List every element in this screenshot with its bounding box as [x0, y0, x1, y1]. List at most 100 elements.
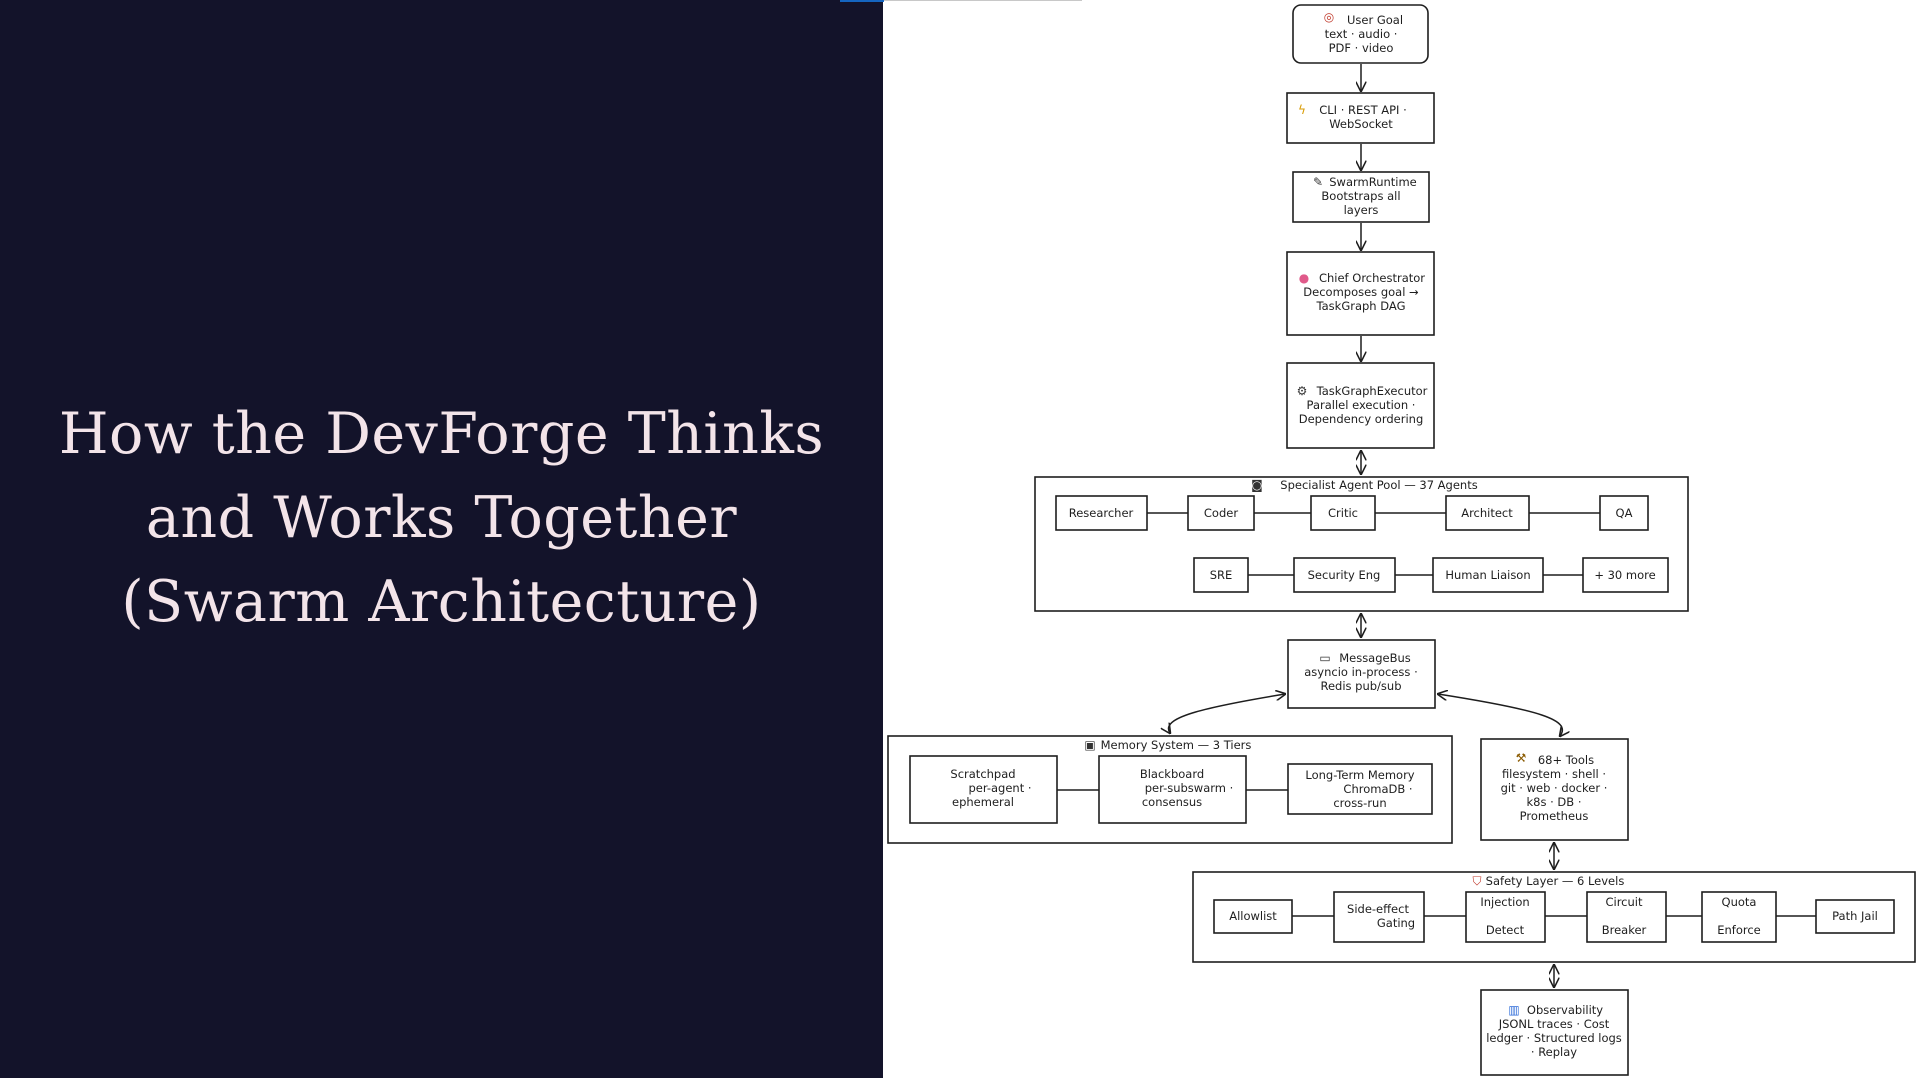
memory-title: Memory System — 3 Tiers: [1101, 738, 1252, 752]
safety-allowlist-label: Allowlist: [1229, 909, 1277, 923]
observability-box: [1480, 989, 1629, 1076]
shield-icon: ⛉: [1472, 874, 1481, 888]
floppy-icon: ▣: [1084, 738, 1095, 752]
orchestrator-line-3: TaskGraph DAG: [1316, 299, 1406, 313]
user-goal-label: User Goal: [1347, 13, 1403, 27]
title-line-2: and Works Together: [145, 485, 738, 551]
observability-line-4: · Replay: [1531, 1045, 1577, 1059]
agent-researcher-label: Researcher: [1069, 506, 1134, 520]
safety-circuit-line-1: Circuit: [1605, 895, 1643, 909]
safety-path-jail-label: Path Jail: [1832, 909, 1878, 923]
executor-box: [1286, 362, 1435, 449]
memory-long-term-line-1: Long-Term Memory: [1305, 768, 1414, 782]
executor-line-3: Dependency ordering: [1299, 412, 1424, 426]
safety-injection-line-2: Detect: [1486, 923, 1525, 937]
memory-scratchpad-line-1: Scratchpad: [950, 767, 1015, 781]
user-goal-box: [1292, 4, 1429, 64]
runtime-box: [1292, 171, 1430, 223]
slide-title: How the DevForge Thinks and Works Togeth…: [0, 392, 883, 644]
safety-injection-line-1: Injection: [1480, 895, 1529, 909]
tools-line-1: 68+ Tools: [1538, 753, 1594, 767]
safety-side-effect: [1333, 891, 1425, 943]
safety-side-effect-line-1: Side-effect: [1347, 902, 1409, 916]
memory-scratchpad-line-3: ephemeral: [952, 795, 1014, 809]
title-line-3: (Swarm Architecture): [121, 569, 762, 635]
runtime-line-1: SwarmRuntime: [1329, 175, 1417, 189]
agent-security-eng-label: Security Eng: [1308, 568, 1381, 582]
title-panel: How the DevForge Thinks and Works Togeth…: [0, 0, 883, 1078]
safety-side-effect-line-2: Gating: [1377, 916, 1415, 930]
safety-title: Safety Layer — 6 Levels: [1486, 874, 1625, 888]
message-bus-line-1: MessageBus: [1339, 651, 1411, 665]
lightning-icon: ϟ: [1298, 103, 1306, 117]
observability-line-3: ledger · Structured logs: [1486, 1031, 1622, 1045]
observability-line-2: JSONL traces · Cost: [1498, 1017, 1610, 1031]
agent-coder-label: Coder: [1204, 506, 1238, 520]
tools-icon: ⚒: [1516, 751, 1527, 765]
user-goal-line-2: text · audio ·: [1325, 27, 1398, 41]
top-divider: [884, 0, 1082, 1]
orchestrator-box: [1286, 251, 1435, 336]
tools-line-2: filesystem · shell ·: [1502, 767, 1606, 781]
agent-human-liaison: [1432, 557, 1544, 593]
memory-blackboard: [1098, 755, 1247, 824]
tools-line-5: Prometheus: [1520, 809, 1589, 823]
title-line-1: How the DevForge Thinks: [58, 401, 825, 467]
agent-sre: [1193, 557, 1249, 593]
tools-box: [1480, 738, 1629, 841]
safety-circuit-breaker: [1586, 891, 1667, 943]
memory-group: [887, 735, 1453, 844]
safety-path-jail: [1815, 899, 1895, 934]
memory-blackboard-line-3: consensus: [1142, 795, 1202, 809]
memory-blackboard-line-2: per-subswarm ·: [1145, 781, 1234, 795]
observability-line-1: Observability: [1527, 1003, 1603, 1017]
safety-quota-line-1: Quota: [1722, 895, 1757, 909]
interfaces-line-2: WebSocket: [1329, 117, 1393, 131]
memory-long-term-line-3: cross-run: [1333, 796, 1386, 810]
memory-scratchpad: [909, 755, 1058, 824]
safety-circuit-line-2: Breaker: [1602, 923, 1647, 937]
arrow-bus-tools: [1438, 694, 1562, 736]
agent-security-eng: [1293, 557, 1396, 593]
agent-critic-label: Critic: [1328, 506, 1358, 520]
safety-injection: [1465, 891, 1546, 943]
top-accent-bar: [840, 0, 884, 2]
arrow-bus-memory: [1168, 694, 1285, 733]
interfaces-line-1: CLI · REST API ·: [1319, 103, 1407, 117]
memory-scratchpad-line-2: per-agent ·: [968, 781, 1031, 795]
agent-qa-label: QA: [1616, 506, 1633, 520]
safety-group: [1192, 871, 1916, 963]
safety-quota-line-2: Enforce: [1717, 923, 1761, 937]
safety-allowlist: [1213, 899, 1293, 934]
agent-architect-label: Architect: [1461, 506, 1513, 520]
gear-icon: ⚙: [1297, 384, 1308, 398]
memory-blackboard-line-1: Blackboard: [1140, 767, 1204, 781]
executor-line-2: Parallel execution ·: [1307, 398, 1416, 412]
agent-critic: [1310, 495, 1376, 531]
agent-sre-label: SRE: [1210, 568, 1233, 582]
tools-line-4: k8s · DB ·: [1527, 795, 1582, 809]
memory-long-term-line-2: ChromaDB ·: [1343, 782, 1412, 796]
agent-human-liaison-label: Human Liaison: [1445, 568, 1530, 582]
agent-more-label: + 30 more: [1594, 568, 1655, 582]
agent-coder: [1187, 495, 1255, 531]
agent-researcher: [1055, 495, 1148, 531]
interfaces-box: [1286, 92, 1435, 144]
orchestrator-line-2: Decomposes goal →: [1303, 285, 1419, 299]
agent-architect: [1445, 495, 1530, 531]
runtime-line-3: layers: [1344, 203, 1379, 217]
brain-icon: ●: [1299, 271, 1309, 285]
mailbox-icon: ▭: [1319, 651, 1330, 665]
chart-icon: ▥: [1508, 1003, 1519, 1017]
agent-more: [1582, 557, 1669, 593]
orchestrator-line-1: Chief Orchestrator: [1319, 271, 1425, 285]
agent-qa: [1599, 495, 1649, 531]
message-bus-box: [1287, 639, 1436, 709]
runtime-line-2: Bootstraps all: [1321, 189, 1400, 203]
executor-line-1: TaskGraphExecutor: [1316, 384, 1428, 398]
robot-icon: ◙: [1251, 478, 1263, 492]
memory-long-term: [1287, 763, 1433, 815]
pencil-icon: ✎: [1313, 175, 1323, 189]
agent-pool-group: [1034, 476, 1689, 612]
